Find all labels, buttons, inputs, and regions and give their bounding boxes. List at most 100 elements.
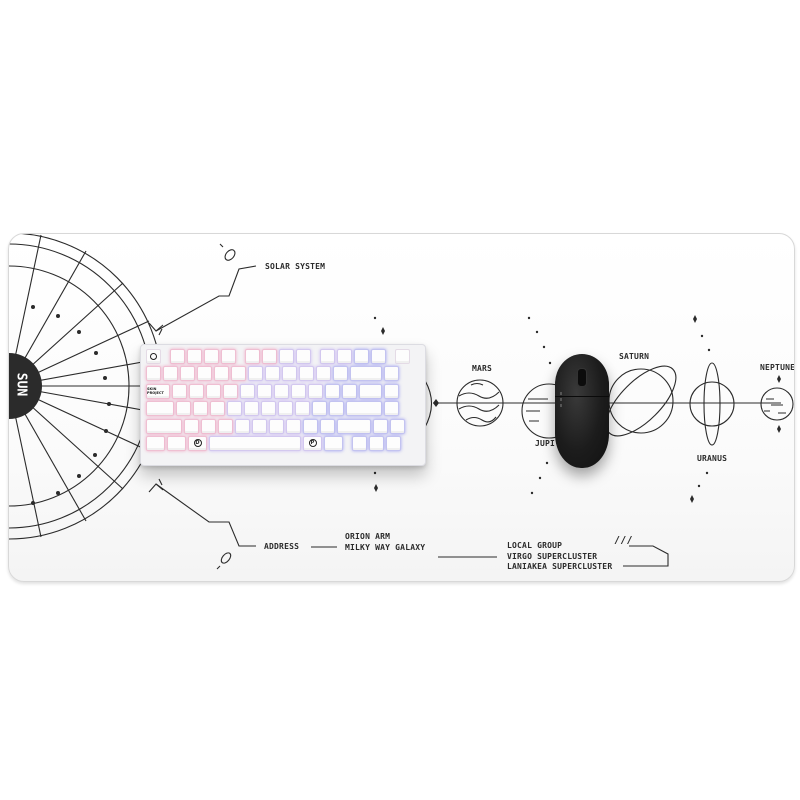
label-slashes: /// (614, 535, 633, 546)
label-neptune: NEPTUNE (760, 363, 795, 372)
key[interactable] (204, 349, 219, 364)
key[interactable] (244, 401, 259, 417)
key[interactable] (333, 366, 348, 382)
key[interactable] (329, 401, 344, 417)
key[interactable] (223, 383, 238, 399)
key[interactable] (252, 418, 267, 434)
key[interactable] (395, 349, 410, 364)
label-jupiter: JUPI (535, 439, 556, 448)
key[interactable] (320, 349, 335, 364)
key[interactable] (189, 383, 204, 399)
key-arrow-left[interactable] (352, 435, 367, 451)
key[interactable] (337, 349, 352, 364)
key[interactable] (176, 401, 191, 417)
side-button[interactable] (560, 392, 562, 395)
key-arrow-right[interactable] (386, 435, 401, 451)
key-arrow-down[interactable] (369, 435, 384, 451)
key-esc[interactable] (146, 349, 161, 364)
label-saturn: SATURN (619, 352, 650, 361)
keyboard-row-bottom: D P (146, 435, 420, 451)
key[interactable] (282, 366, 297, 382)
key-alt[interactable]: D (188, 435, 207, 451)
key[interactable] (206, 383, 221, 399)
label-solar-system: SOLAR SYSTEM (265, 262, 326, 271)
key-tab[interactable]: SKIN PROJECT (146, 383, 170, 399)
label-orion-arm: ORION ARM (345, 532, 391, 541)
key[interactable] (371, 349, 386, 364)
key[interactable] (231, 366, 246, 382)
key-backslash[interactable] (359, 383, 382, 399)
key[interactable] (320, 418, 335, 434)
key-backspace[interactable] (350, 366, 382, 382)
key[interactable] (299, 366, 314, 382)
key-fn[interactable] (324, 435, 343, 451)
label-address: ADDRESS (264, 542, 300, 551)
key[interactable] (214, 366, 229, 382)
label-local-group: LOCAL GROUP (507, 541, 563, 550)
key[interactable] (197, 366, 212, 382)
side-button[interactable] (560, 398, 562, 401)
key[interactable] (210, 401, 225, 417)
key[interactable] (257, 383, 272, 399)
key[interactable] (308, 383, 323, 399)
key[interactable] (146, 366, 161, 382)
key[interactable] (278, 401, 293, 417)
key[interactable] (312, 401, 327, 417)
key-arrow-up[interactable] (373, 418, 388, 434)
key[interactable] (384, 366, 399, 382)
label-milky-way: MILKY WAY GALAXY (345, 543, 426, 552)
key[interactable] (245, 349, 260, 364)
keyboard-row-number (146, 366, 420, 382)
key[interactable] (262, 349, 277, 364)
key[interactable] (184, 418, 199, 434)
key[interactable] (296, 349, 311, 364)
key[interactable] (170, 349, 185, 364)
label-mars: MARS (472, 364, 493, 373)
key[interactable] (180, 366, 195, 382)
key[interactable] (221, 349, 236, 364)
key[interactable] (235, 418, 250, 434)
key[interactable] (248, 366, 263, 382)
side-button[interactable] (560, 404, 562, 407)
key[interactable] (325, 383, 340, 399)
key-alt-right[interactable]: P (303, 435, 322, 451)
key-enter[interactable] (346, 401, 382, 417)
key[interactable] (218, 418, 233, 434)
key[interactable] (384, 383, 399, 399)
key[interactable] (384, 401, 399, 417)
key[interactable] (279, 349, 294, 364)
scroll-wheel[interactable] (577, 368, 587, 387)
key[interactable] (193, 401, 208, 417)
key[interactable] (187, 349, 202, 364)
key[interactable] (265, 366, 280, 382)
key[interactable] (342, 383, 357, 399)
label-laniakea: LANIAKEA SUPERCLUSTER (507, 562, 613, 571)
key[interactable] (354, 349, 369, 364)
key[interactable] (316, 366, 331, 382)
mouse-button-split (555, 396, 609, 397)
key[interactable] (201, 418, 216, 434)
label-virgo: VIRGO SUPERCLUSTER (507, 552, 598, 561)
keyboard-row-shift (146, 418, 420, 434)
key[interactable] (240, 383, 255, 399)
key-right-shift[interactable] (337, 418, 371, 434)
key-space[interactable] (209, 435, 301, 451)
key-caps[interactable] (146, 401, 174, 417)
key-left-shift[interactable] (146, 418, 182, 434)
key[interactable] (274, 383, 289, 399)
key[interactable] (295, 401, 310, 417)
key[interactable] (227, 401, 242, 417)
mouse[interactable] (555, 354, 609, 468)
key-win[interactable] (167, 435, 186, 451)
key[interactable] (163, 366, 178, 382)
key[interactable] (269, 418, 284, 434)
key[interactable] (172, 383, 187, 399)
key[interactable] (390, 418, 405, 434)
key[interactable] (286, 418, 301, 434)
keyboard[interactable]: SKIN PROJECT (140, 344, 426, 466)
key[interactable] (303, 418, 318, 434)
sun-label: SUN (13, 372, 29, 397)
key-ctrl[interactable] (146, 435, 165, 451)
key[interactable] (261, 401, 276, 417)
key[interactable] (291, 383, 306, 399)
